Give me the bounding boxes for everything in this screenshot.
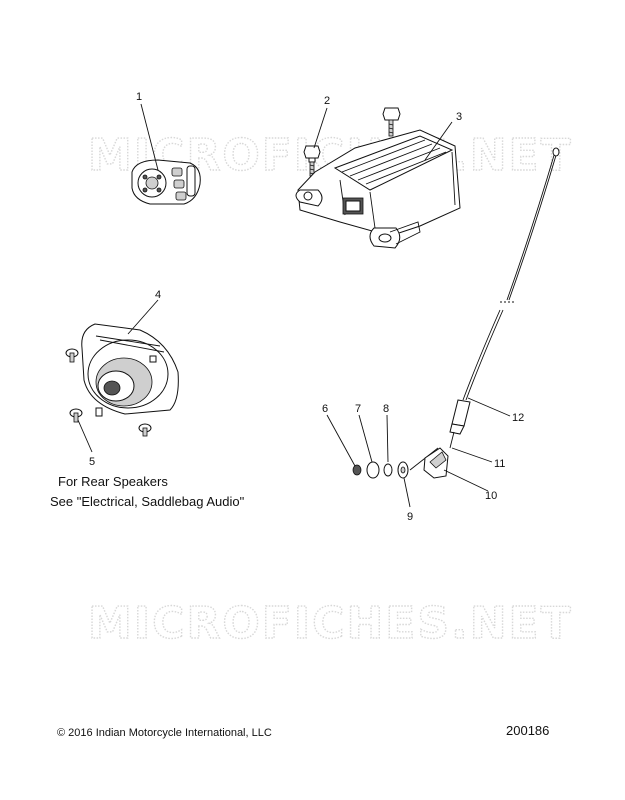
watermark-bottom: MICROFICHES.NET [88, 598, 573, 649]
callout-11: 11 [494, 458, 505, 470]
part-2-bolt [303, 145, 321, 177]
part-10-bracket [409, 447, 449, 479]
callout-10: 10 [485, 490, 497, 502]
callout-12: 12 [512, 412, 524, 424]
callout-9: 9 [407, 511, 413, 523]
copyright: © 2016 Indian Motorcycle International, … [57, 727, 272, 739]
callout-6: 6 [322, 403, 328, 415]
callout-8: 8 [383, 403, 389, 415]
part-3-amplifier [295, 129, 461, 249]
part-4-speaker [81, 323, 179, 417]
callout-2: 2 [324, 95, 330, 107]
part-6-nut [352, 464, 362, 476]
callout-3: 3 [456, 111, 462, 123]
diagram-number: 200186 [506, 723, 550, 738]
part-7-washer [366, 461, 380, 479]
callout-7: 7 [355, 403, 361, 415]
note-line-1: For Rear Speakers [58, 474, 168, 489]
note-line-2: See "Electrical, Saddlebag Audio" [50, 494, 245, 509]
part-12-antenna [449, 147, 560, 449]
part-2-bolt-second [382, 107, 401, 137]
part-9-bushing [397, 461, 409, 479]
callout-1: 1 [136, 91, 142, 103]
copyright-symbol: © [57, 727, 66, 739]
leader-lines [77, 103, 511, 508]
part-1-switch [131, 159, 201, 205]
copyright-text: 2016 Indian Motorcycle International, LL… [68, 727, 272, 739]
part-5-screws [65, 348, 152, 437]
callout-5: 5 [89, 456, 95, 468]
part-8-washer-small [383, 463, 393, 477]
callout-4: 4 [155, 289, 161, 301]
